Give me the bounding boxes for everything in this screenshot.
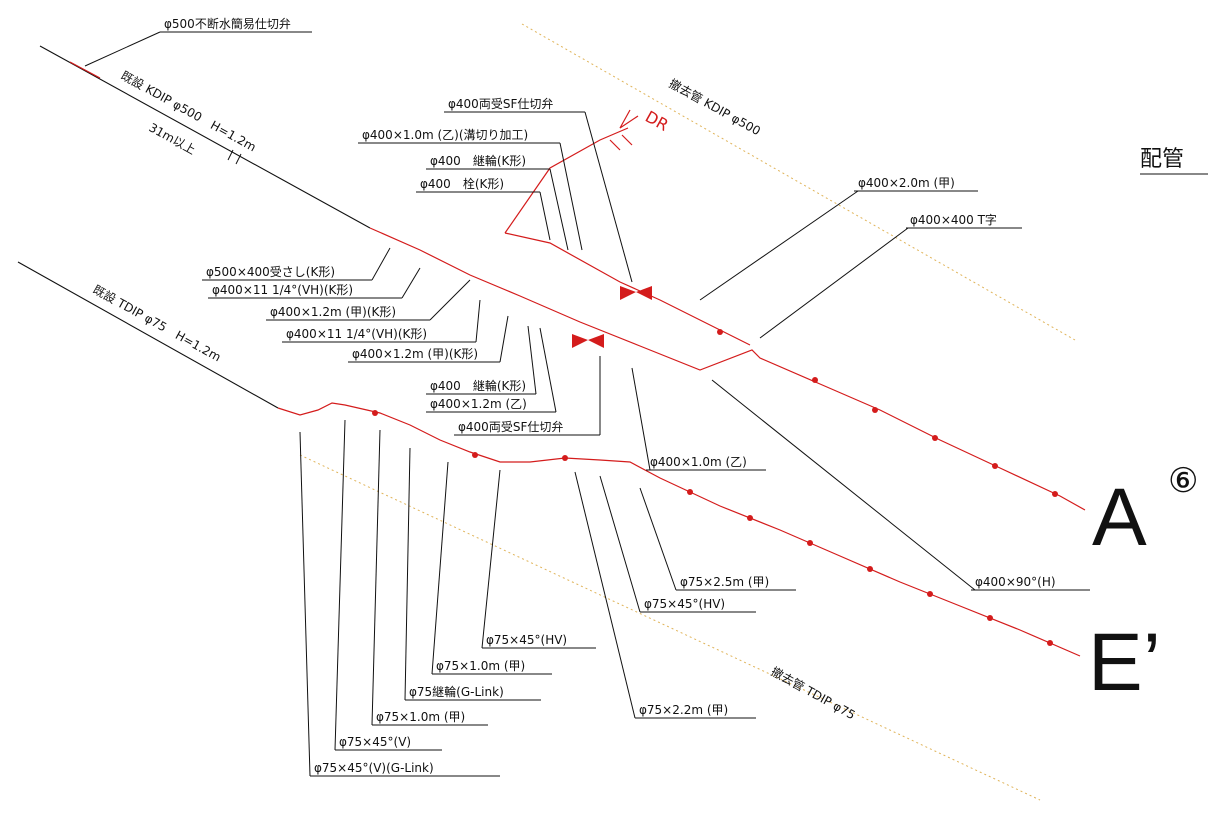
joint [1052,491,1058,497]
leader [527,325,537,395]
callout-label: φ400×1.2m (甲)(K形) [270,305,396,319]
removed-kdip-route [521,23,1076,341]
drawing-title: 配管 [1140,147,1184,172]
removed-tdip-route [299,454,1041,801]
valve-a-b [636,286,652,300]
existing-kdip-pipe [39,45,371,229]
callout-label: φ500不断水簡易仕切弁 [164,16,291,31]
fittings [372,286,1058,646]
leader [699,190,859,301]
callout-label: φ75×45°(HV) [644,597,725,611]
joint [867,566,873,572]
leader [401,267,421,299]
leader [84,31,161,67]
callout-label: φ75×2.5m (甲) [680,575,769,589]
joint [372,410,378,416]
existing-kdip-tick2 [235,153,242,165]
existing-kdip-tick [227,149,234,161]
leader [371,429,381,726]
leader [559,142,583,251]
callout-label: φ400×1.0m (乙)(溝切り加工) [362,128,528,142]
line-marker-a-superscript: ⑥ [1168,462,1198,500]
pipe-a-main [69,61,1086,511]
dr-label: DR [642,107,672,135]
callout-label: φ400×11 1/4°(VH)(K形) [212,283,353,297]
callout-label: φ75×1.0m (甲) [436,659,525,673]
callout-label: φ400×1.0m (乙) [650,455,747,469]
callout-label: φ400×1.2m (乙) [430,397,527,411]
joint [1047,640,1053,646]
leader [631,367,651,471]
leader [584,111,633,283]
leader-lines [84,31,976,777]
callout-label: φ400×400 T字 [910,212,997,227]
callout-label: φ400両受SF仕切弁 [448,96,553,111]
callout-label: φ400 継輪(K形) [430,153,526,168]
callout-label: φ75×45°(V) [339,735,411,749]
pipe-e-main [277,402,1081,657]
callout-label: φ400 継輪(K形) [430,378,526,393]
callout-labels: φ500不断水簡易仕切弁 φ400両受SF仕切弁 φ400×1.0m (乙)(溝… [160,16,1090,777]
joint [872,407,878,413]
line-marker-e: E’ [1088,617,1161,708]
leader [539,327,557,413]
joint [807,540,813,546]
joint [747,515,753,521]
joint [932,435,938,441]
removed-tdip-label: 撤去管 TDIP φ75 [769,664,859,723]
callout-label: φ400 栓(K形) [420,176,504,191]
callout-label: φ400×1.2m (甲)(K形) [352,347,478,361]
valve-e-b [588,334,604,348]
joint [927,591,933,597]
leader [574,471,636,719]
existing-tdip-pipe [17,261,279,409]
leader [639,487,677,591]
existing-tdip-label: 既設 TDIP φ75 H=1.2m [91,282,224,365]
removed-kdip-label: 撤去管 KDIP φ500 [667,76,764,139]
valve-a [620,286,636,300]
leader [499,315,509,363]
callout-label: φ400×2.0m (甲) [858,176,955,190]
length-note-label: 31m以上 [147,120,198,157]
leader [404,447,411,701]
callout-label: φ75×45°(HV) [486,633,567,647]
callout-label: φ400両受SF仕切弁 [458,419,563,434]
leader [334,419,346,751]
joint [812,377,818,383]
leader [299,431,311,777]
joint [992,463,998,469]
leader [759,227,909,339]
leader [431,461,449,675]
pipe-dr-branch [504,109,639,234]
callout-label: φ400×90°(H) [975,575,1056,589]
line-marker-a: A [1092,472,1147,563]
callout-label: φ75継輪(G-Link) [409,684,504,699]
leader [475,299,481,343]
leader [549,168,569,251]
joint [562,455,568,461]
joint [717,329,723,335]
callout-label: φ75×45°(V)(G-Link) [314,761,434,775]
leader [481,469,501,649]
joint [987,615,993,621]
callout-label: φ400×11 1/4°(VH)(K形) [286,327,427,341]
leader [711,379,976,591]
leader [599,475,641,613]
leader [539,191,551,241]
callout-label: φ500×400受さし(K形) [206,265,335,279]
callout-label: φ75×2.2m (甲) [639,703,728,717]
joint [687,489,693,495]
leader [429,279,471,321]
leader [371,247,391,281]
valve-e [572,334,588,348]
joint [472,452,478,458]
callout-label: φ75×1.0m (甲) [376,710,465,724]
